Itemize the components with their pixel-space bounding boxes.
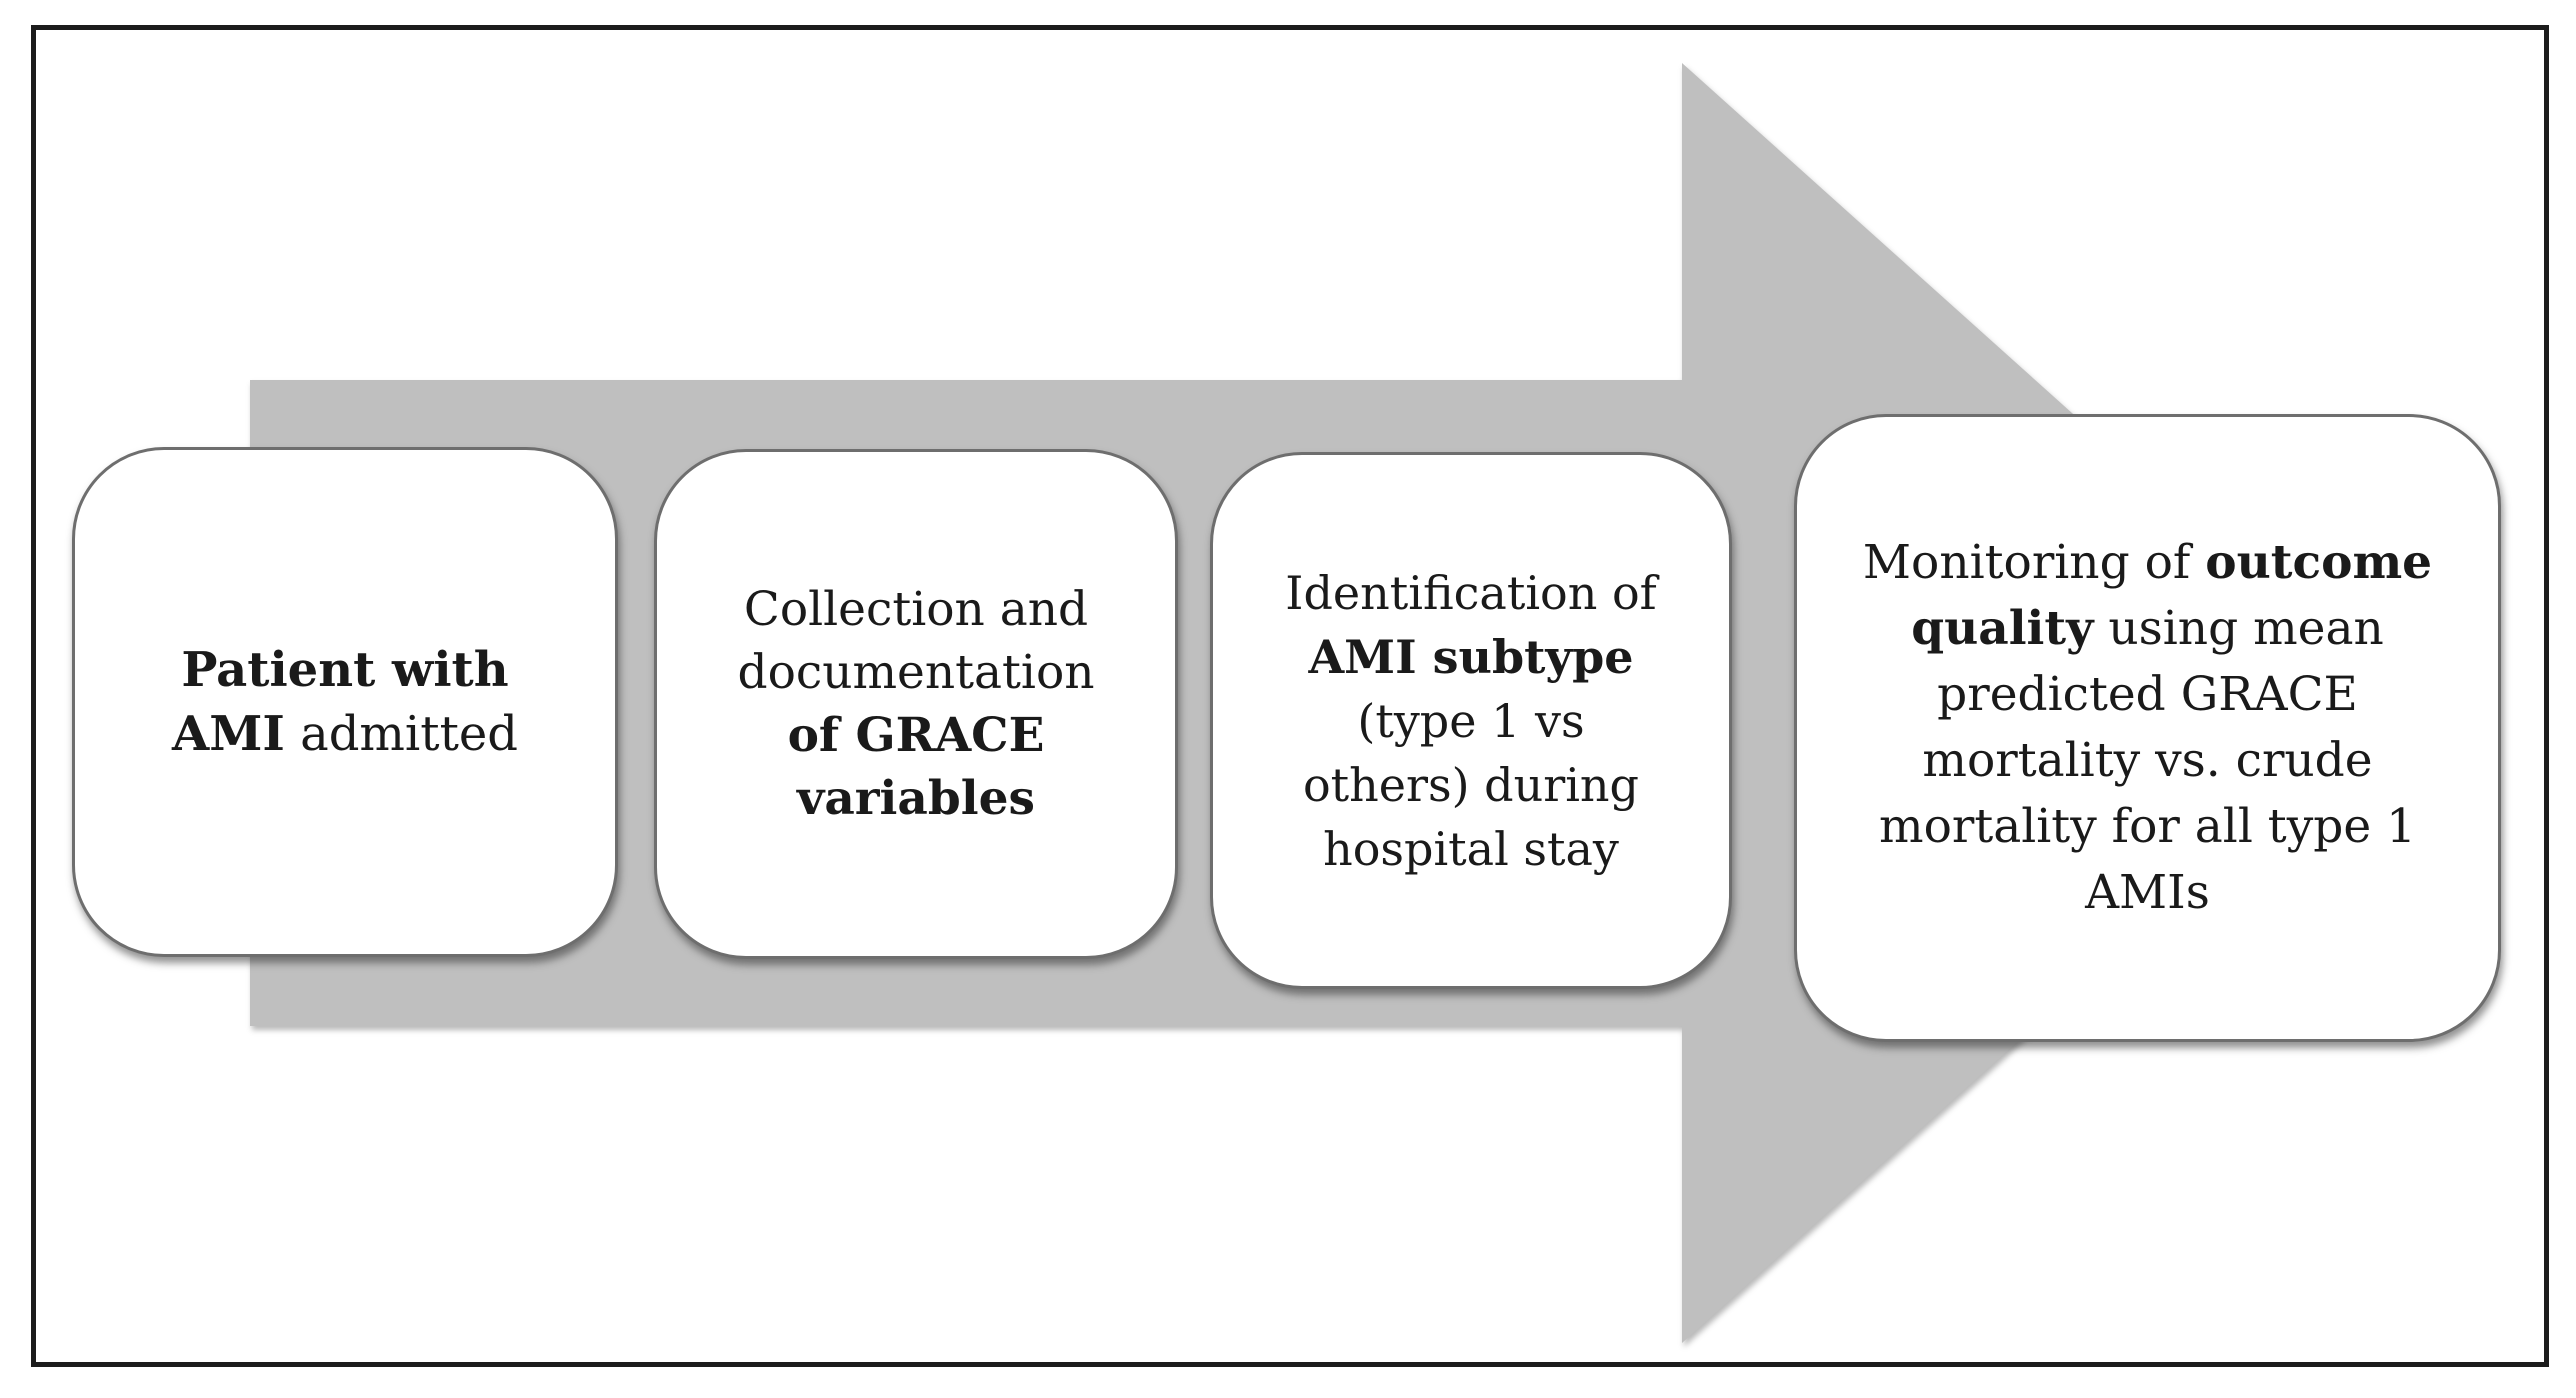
text-line: AMI subtype xyxy=(1285,625,1656,689)
text-segment: AMIs xyxy=(2085,865,2210,920)
text-line: documentation xyxy=(737,641,1094,704)
text-line: Patient with xyxy=(172,638,518,702)
text-segment: mortality vs. crude xyxy=(1922,733,2373,788)
text-line: (type 1 vs xyxy=(1285,689,1656,753)
text-line: AMIs xyxy=(1863,860,2432,926)
text-segment: documentation xyxy=(737,645,1095,700)
text-segment: hospital stay xyxy=(1323,821,1619,876)
figure-border xyxy=(31,25,2549,1367)
text-line: mortality vs. crude xyxy=(1863,728,2432,794)
text-segment: others) during xyxy=(1302,757,1640,812)
text-segment-bold: AMI xyxy=(171,706,285,762)
text-line: Identification of xyxy=(1285,561,1656,625)
text-line: Collection and xyxy=(737,578,1094,641)
text-segment: Monitoring of xyxy=(1862,535,2206,590)
text-segment-bold: Patient with xyxy=(181,642,509,698)
text-line: others) during xyxy=(1285,753,1656,817)
text-line: predicted GRACE xyxy=(1863,662,2432,728)
text-segment-bold: variables xyxy=(797,771,1035,826)
text-segment: admitted xyxy=(284,706,518,762)
text-segment-bold: of GRACE xyxy=(787,708,1045,763)
text-line: AMI admitted xyxy=(172,702,518,766)
text-segment-bold: quality xyxy=(1911,601,2094,656)
text-line: variables xyxy=(737,767,1094,830)
text-segment: mortality for all type 1 xyxy=(1879,799,2416,854)
text-segment-bold: outcome xyxy=(2205,535,2433,590)
text-segment: Identification of xyxy=(1285,565,1657,620)
text-line: hospital stay xyxy=(1285,817,1656,881)
text-segment-bold: AMI subtype xyxy=(1308,629,1634,684)
text-line: mortality for all type 1 xyxy=(1863,794,2432,860)
text-line: of GRACE xyxy=(737,704,1094,767)
step-box-3: Identification of AMI subtype (type 1 vs ot… xyxy=(1210,452,1732,989)
text-segment: Collection and xyxy=(743,582,1089,637)
text-line: Monitoring of outcome xyxy=(1863,530,2432,596)
step-text-3: Identification of AMI subtype (type 1 vs ot… xyxy=(1285,561,1656,881)
text-segment: using mean xyxy=(2093,601,2384,656)
step-text-2: Collection and documentation of GRACE varia… xyxy=(737,578,1094,830)
text-segment: predicted GRACE xyxy=(1937,667,2358,722)
text-segment: (type 1 vs xyxy=(1357,693,1585,748)
text-line: quality using mean xyxy=(1863,596,2432,662)
step-box-2: Collection and documentation of GRACE varia… xyxy=(654,449,1178,959)
